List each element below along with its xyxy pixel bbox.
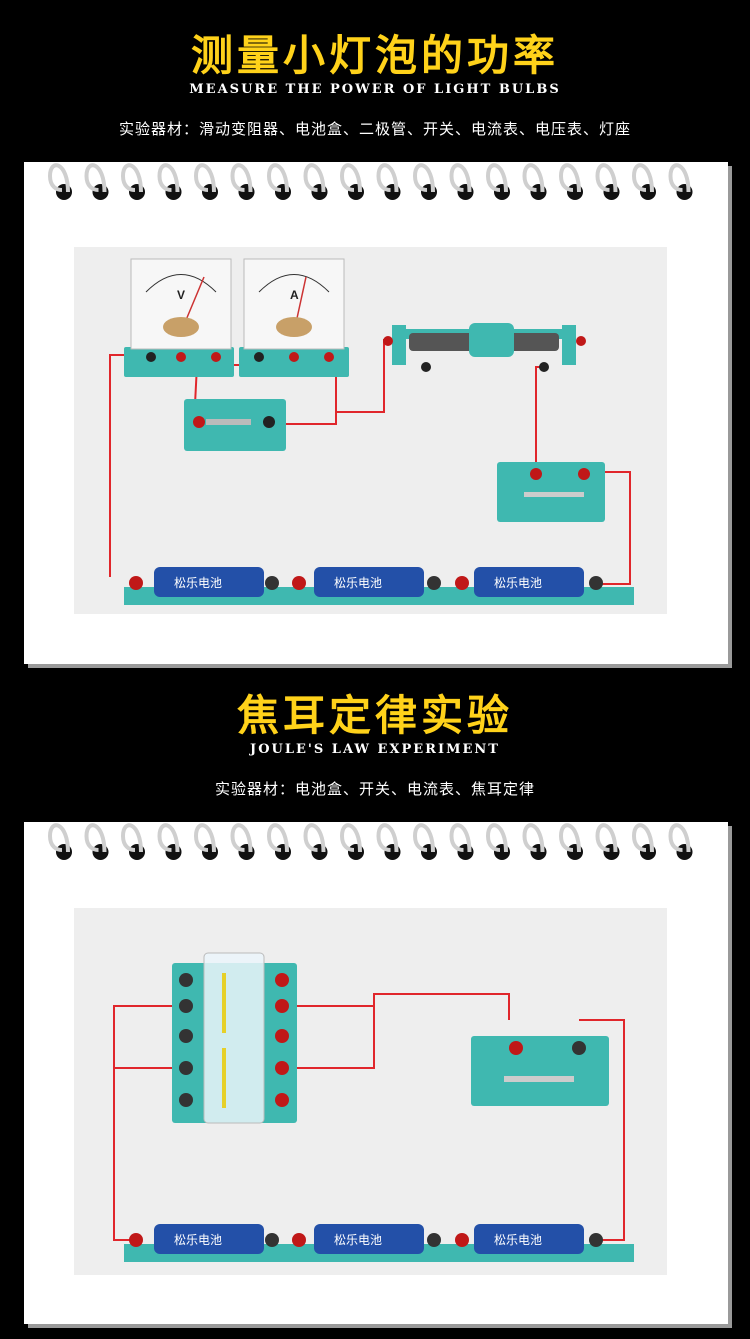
battery-row: 松乐电池 松乐电池 松乐电池 [124,1224,634,1262]
binding-ring [631,163,656,200]
battery-label: 松乐电池 [494,576,542,590]
binding-ring [157,823,182,860]
binding-ring [339,163,364,200]
spiral-binding [47,163,693,200]
binding-ring [485,823,510,860]
binding-ring [595,163,620,200]
spiral-binding [47,823,693,860]
voltmeter-symbol: V [177,288,185,302]
component-board [184,399,286,451]
binding-ring [84,163,109,200]
binding-ring [558,823,583,860]
section2-title: 焦耳定律实验 [236,691,513,740]
binding-ring [412,163,437,200]
binding-ring [449,163,474,200]
binding-ring [266,823,291,860]
section2-materials: 实验器材：电池盒、开关、电流表、焦耳定律 [214,780,535,798]
binding-ring [193,823,218,860]
binding-ring [376,163,401,200]
binding-ring [522,163,547,200]
battery-label: 松乐电池 [174,1233,222,1247]
binding-ring [668,163,693,200]
binding-ring [157,163,182,200]
binding-ring [266,163,291,200]
binding-ring [485,163,510,200]
binding-ring [120,163,145,200]
binding-ring [303,823,328,860]
voltmeter: V [124,258,234,377]
binding-ring [120,823,145,860]
circuit-photo-power: V A [74,247,667,614]
binding-ring [631,823,656,860]
switch [497,462,605,522]
battery-label: 松乐电池 [174,576,222,590]
binding-ring [230,823,255,860]
section2-subtitle: JOULE'S LAW EXPERIMENT [250,742,500,757]
binding-ring [522,823,547,860]
ammeter: A [239,258,349,377]
binding-ring [339,823,364,860]
binding-ring [193,163,218,200]
section1-title: 测量小灯泡的功率 [190,31,559,80]
binding-ring [558,163,583,200]
battery-label: 松乐电池 [334,576,382,590]
binding-ring [47,163,72,200]
joule-apparatus [172,952,297,1124]
switch [471,1036,609,1106]
section2-card: 松乐电池 松乐电池 松乐电池 [24,822,728,1324]
section1-materials: 实验器材：滑动变阻器、电池盒、二极管、开关、电流表、电压表、灯座 [118,120,631,138]
binding-ring [47,823,72,860]
binding-ring [303,163,328,200]
binding-ring [412,823,437,860]
battery-label: 松乐电池 [494,1233,542,1247]
section1-card: V A [24,162,728,664]
binding-ring [84,823,109,860]
binding-ring [449,823,474,860]
battery-row: 松乐电池 松乐电池 松乐电池 [124,567,634,605]
circuit-photo-joule: 松乐电池 松乐电池 松乐电池 [74,908,667,1275]
binding-ring [668,823,693,860]
section1-subtitle: MEASURE THE POWER OF LIGHT BULBS [189,82,561,97]
wires [113,993,625,1241]
binding-ring [595,823,620,860]
binding-ring [230,163,255,200]
battery-label: 松乐电池 [334,1233,382,1247]
rheostat [383,323,586,372]
ammeter-symbol: A [290,288,299,302]
binding-ring [376,823,401,860]
